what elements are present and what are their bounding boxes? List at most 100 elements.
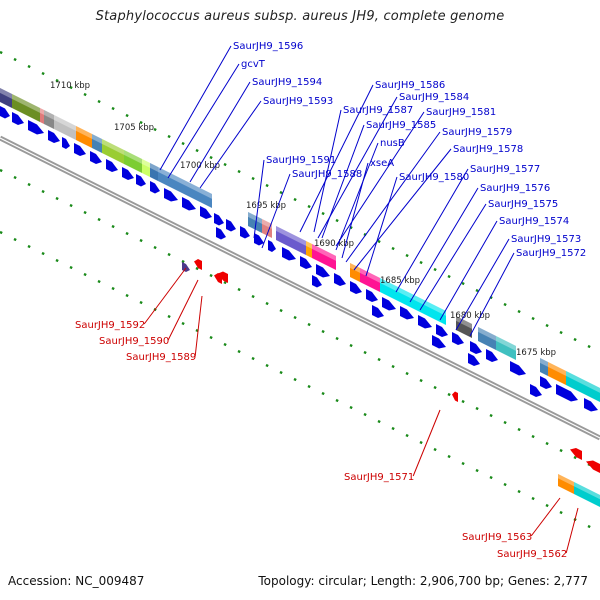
tick-mark [321,329,325,334]
tick-mark [573,455,577,460]
forward-gene-label: SaurJH9_1587 [343,105,413,116]
forward-label-leader [341,162,369,259]
forward-label-leader [439,220,498,321]
gene-band-7 [102,139,124,164]
tick-mark [83,92,87,97]
reverse-gene-4 [570,448,582,460]
accession-text: Accession: NC_009487 [8,574,145,588]
forward-gene-14 [214,213,224,226]
tick-mark [153,245,157,250]
gene-band-3 [44,110,54,129]
reverse-gene-0 [194,259,202,270]
forward-label-leader [159,45,232,171]
gene-band-5-highlight [76,126,92,139]
tick-mark [13,175,17,180]
forward-gene-row2-0 [216,227,226,240]
tick-mark [125,293,129,298]
gene-band-18 [360,268,380,292]
forward-gene-label: SaurJH9_1572 [516,248,586,259]
tick-mark [27,182,31,187]
gene-band-10-highlight [150,163,158,172]
gene-band-6 [92,134,102,153]
tick-mark [405,433,409,438]
tick-mark [307,204,311,209]
reverse-gene-label: SaurJH9_1590 [99,336,169,347]
forward-gene-20 [300,256,312,269]
gene-band-5 [76,126,92,148]
forward-gene-33 [540,376,552,389]
tick-mark [237,287,241,292]
forward-gene-label: SaurJH9_1591 [266,155,336,166]
tick-mark [321,391,325,396]
forward-gene-26 [400,306,414,320]
genome-summary-text: Topology: circular; Length: 2,906,700 bp… [258,574,588,588]
reverse-gene-label: SaurJH9_1563 [462,532,532,543]
tick-mark [167,252,171,257]
gene-band-14 [276,226,306,255]
forward-label-leader [261,173,291,249]
forward-label-leader [345,131,441,263]
forward-gene-row2-1 [312,275,322,288]
gene-band-1563-highlight [558,474,574,487]
gene-band-0 [0,88,12,108]
kbp-label: 1680 kbp [450,311,490,321]
tick-mark [461,399,465,404]
tick-mark [377,419,381,424]
tick-mark [321,211,325,216]
gene-band-13-highlight [262,219,272,229]
tick-mark [405,371,409,376]
kbp-label: 1675 kbp [516,348,556,358]
forward-gene-label: SaurJH9_1593 [263,96,333,107]
forward-gene-row2-5 [530,384,542,397]
tick-mark [531,434,535,439]
forward-gene-9 [136,174,146,187]
forward-label-leader [335,111,425,247]
tick-mark [531,496,535,501]
forward-gene-6 [90,151,102,164]
tick-mark [251,356,255,361]
tick-mark [559,448,563,453]
forward-gene-34 [556,384,578,402]
forward-gene-label: SaurJH9_1579 [442,127,512,138]
tick-mark [447,454,451,459]
tick-mark [111,106,115,111]
forward-gene-29 [452,332,464,345]
kbp-label: 1710 kbp [50,81,90,91]
tick-mark [167,314,171,319]
forward-gene-25 [382,297,396,311]
tick-mark [97,99,101,104]
gene-band-1-highlight [12,94,40,113]
tick-mark [377,357,381,362]
reverse-label-leader [167,279,199,341]
tick-mark [0,230,3,235]
tick-mark [41,189,45,194]
gene-band-16 [312,244,336,270]
genome-backbone [0,135,600,441]
tick-mark [265,183,269,188]
tick-mark [293,377,297,382]
tick-mark [0,168,3,173]
tick-mark [223,342,227,347]
forward-gene-1 [12,112,24,125]
tick-mark [265,363,269,368]
gene-band-21-highlight [478,327,496,341]
tick-mark [69,203,73,208]
tick-mark [531,316,535,321]
tick-mark [111,286,115,291]
forward-label-leader [409,187,479,303]
tick-mark [195,266,199,271]
gene-band-22 [496,336,516,360]
tick-mark [517,309,521,314]
tick-mark [475,406,479,411]
forward-gene-label: SaurJH9_1584 [399,92,469,103]
tick-mark [391,246,395,251]
gene-band-17 [350,263,360,282]
forward-gene-18 [268,240,276,252]
gene-band-12 [248,212,262,233]
gene-band-23 [540,358,548,376]
tick-mark [307,384,311,389]
forward-label-leader [353,148,452,271]
tick-mark [237,349,241,354]
tick-mark [83,272,87,277]
